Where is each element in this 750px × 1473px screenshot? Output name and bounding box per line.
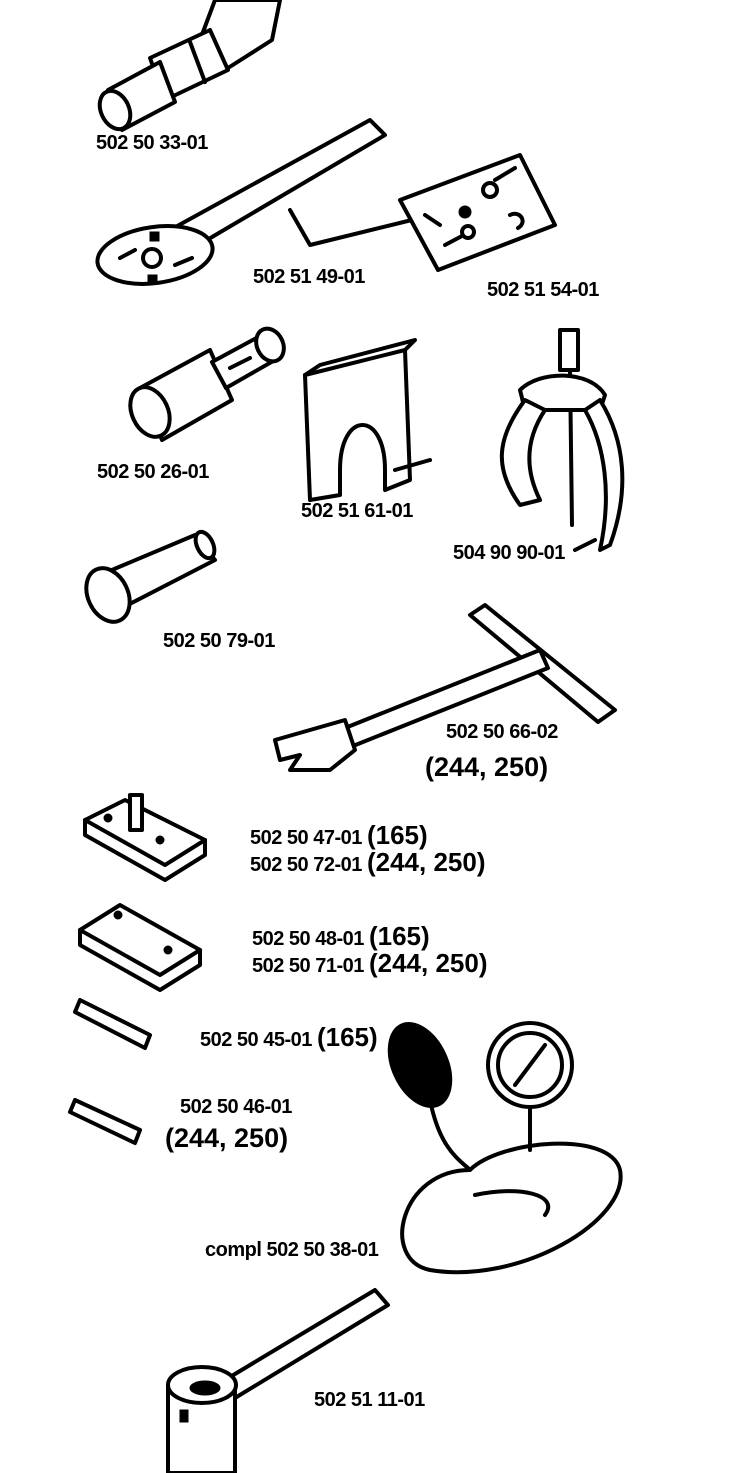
model-tag-502-50-71-01: (244, 250) <box>368 948 488 978</box>
part-number-502-51-11-01: 502 51 11-01 <box>314 1389 425 1411</box>
part-number-502-51-54-01: 502 51 54-01 <box>487 279 599 301</box>
puller-bolt-icon <box>128 326 286 442</box>
model-tag-502-50-45-01: (165) <box>316 1022 378 1052</box>
gear-puller-icon <box>499 328 625 552</box>
part-number-compl-502-50-38-01: compl 502 50 38-01 <box>205 1239 379 1261</box>
part-number-502-51-49-01: 502 51 49-01 <box>253 266 365 288</box>
part-row-502-50-45-01: 502 50 45-01 (165) <box>200 1024 378 1050</box>
part-number-502-50-26-01: 502 50 26-01 <box>97 461 209 483</box>
part-number-502-50-79-01: 502 50 79-01 <box>163 630 275 652</box>
model-tag-502-50-47-01: (165) <box>366 820 428 850</box>
model-tag-502-50-48-01: (165) <box>368 921 430 951</box>
part-number-504-90-90-01: 504 90 90-01 <box>453 542 565 564</box>
part-row-502-50-71-01: 502 50 71-01 (244, 250) <box>252 950 487 976</box>
sleeve-tool-icon <box>84 529 217 624</box>
piston-stop-bracket-icon <box>303 338 432 502</box>
socket-wrench-icon <box>166 1288 390 1473</box>
socket-tool-icon <box>97 0 282 132</box>
part-number-502-51-61-01: 502 51 61-01 <box>301 500 413 522</box>
model-tag-502-50-46-01: (244, 250) <box>165 1123 289 1153</box>
model-tag-502-50-66-02: (244, 250) <box>425 752 549 782</box>
drift-pin-165-icon <box>73 998 152 1050</box>
drift-pin-244-icon <box>68 1098 142 1145</box>
model-tag-502-50-72-01: (244, 250) <box>366 847 486 877</box>
t-bar-tool-icon <box>273 603 617 772</box>
part-number-502-50-66-02: 502 50 66-02 <box>446 721 558 743</box>
pressure-tester-icon <box>387 1021 623 1275</box>
parts-kit-icon <box>398 153 557 272</box>
part-number-502-50-46-01: 502 50 46-01 <box>180 1096 292 1118</box>
mounting-plate-icon <box>78 903 202 992</box>
part-row-502-50-48-01: 502 50 48-01 (165) <box>252 923 430 949</box>
part-number-502-50-71-01: 502 50 71-01 <box>252 955 364 977</box>
flywheel-holder-icon <box>95 118 422 286</box>
mounting-plate-with-pin-icon <box>83 793 207 882</box>
part-number-502-50-33-01: 502 50 33-01 <box>96 132 208 154</box>
part-number-502-50-72-01: 502 50 72-01 <box>250 854 362 876</box>
part-number-502-50-47-01: 502 50 47-01 <box>250 827 362 849</box>
part-number-502-50-48-01: 502 50 48-01 <box>252 928 364 950</box>
part-row-502-50-72-01: 502 50 72-01 (244, 250) <box>250 849 485 875</box>
part-row-502-50-47-01: 502 50 47-01 (165) <box>250 822 428 848</box>
part-number-502-50-45-01: 502 50 45-01 <box>200 1029 312 1051</box>
